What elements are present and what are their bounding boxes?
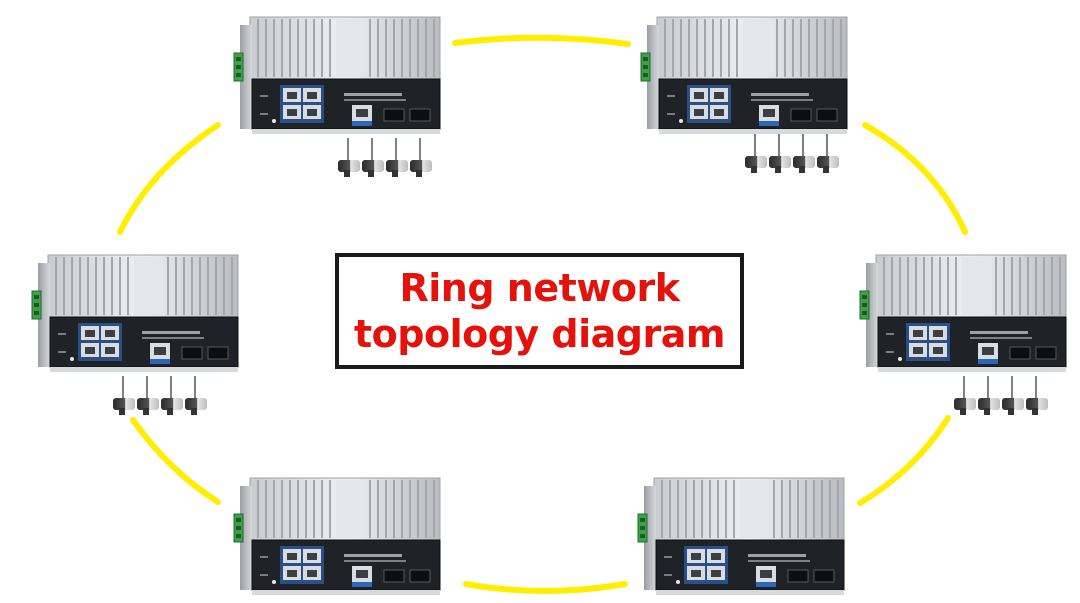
ring-link-lower-right [857, 415, 951, 506]
camera-group-middle-left-icon [112, 375, 208, 416]
camera-group-middle-right-icon [953, 375, 1049, 416]
switch-top-left-icon [233, 16, 441, 135]
ring-link-lower-left [130, 417, 221, 505]
camera-group-top-left-icon [337, 137, 433, 178]
title-line-2: topology diagram [354, 312, 725, 356]
switch-middle-right-icon [859, 254, 1067, 373]
ring-link-upper-right [862, 122, 968, 235]
ring-link-bottom [463, 581, 628, 594]
title-box: Ring network topology diagram [335, 253, 744, 369]
ring-links [117, 34, 968, 594]
switch-middle-left-icon [31, 254, 239, 373]
ring-link-top [452, 34, 631, 47]
title-line-1: Ring network [399, 266, 680, 310]
camera-group-top-right-icon [744, 133, 840, 174]
switch-bottom-right-icon [637, 477, 845, 596]
switch-top-right-icon [640, 16, 848, 135]
ring-link-upper-left [117, 122, 221, 235]
switch-bottom-left-icon [233, 477, 441, 596]
